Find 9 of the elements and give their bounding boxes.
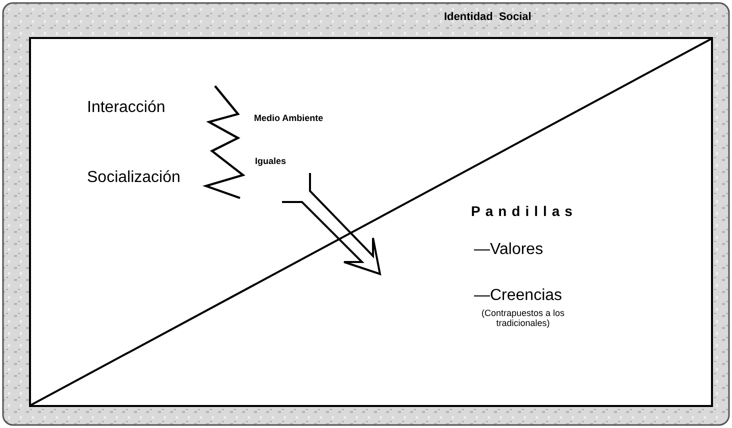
concept-label: Iguales xyxy=(255,156,286,166)
note: (Contrapuestos a los tradicionales) xyxy=(480,308,566,329)
heading: Pandillas xyxy=(471,203,578,220)
list-item: —Valores xyxy=(474,241,544,260)
list-item: —Creencias xyxy=(474,287,562,306)
concept-label: Socialización xyxy=(87,169,180,188)
title: Identidad Social xyxy=(444,11,532,24)
concept-label: Medio Ambiente xyxy=(254,113,324,124)
concept-label: Interacción xyxy=(87,99,166,118)
